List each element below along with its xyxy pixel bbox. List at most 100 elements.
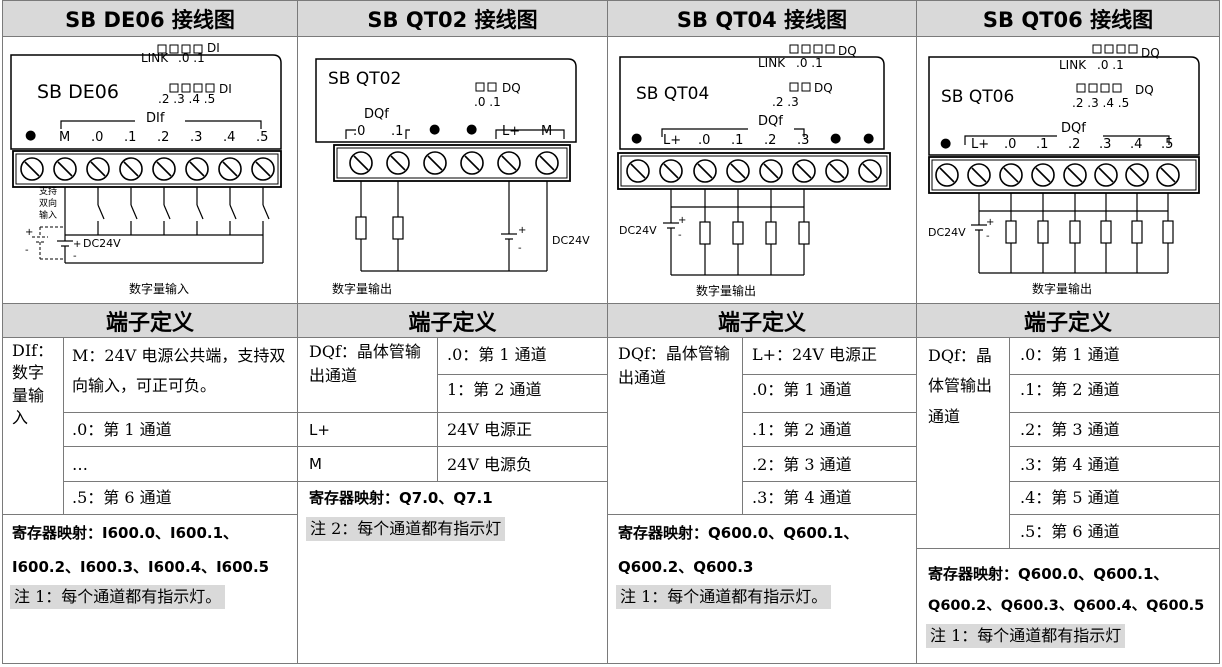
terminal-label: ● xyxy=(830,131,842,146)
de06-dots: … xyxy=(72,455,88,474)
group-label: DQf xyxy=(1061,121,1086,136)
qt02-m-key: M xyxy=(309,455,322,473)
terminal-label: L+ xyxy=(663,133,682,148)
terminal-label: .1 xyxy=(124,130,137,145)
diagram-caption: 数字量输入 xyxy=(129,282,190,296)
terminal-label: .5 xyxy=(256,130,269,145)
support-note: 支持 xyxy=(39,187,58,197)
terminal-label: .3 xyxy=(190,130,203,145)
qt04-ch3-def: .3：第 4 通道 xyxy=(752,488,852,507)
module-name: SB QT04 xyxy=(636,84,710,104)
de06-register-line2: I600.2、I600.3、I600.4、I600.5 xyxy=(12,558,270,576)
svg-text:-: - xyxy=(678,230,682,241)
def-title-qt06: 端子定义 xyxy=(916,303,1220,338)
terminal-label: ● xyxy=(940,136,952,151)
group-label: DIf xyxy=(146,111,165,126)
terminal-label: .0 xyxy=(1004,137,1017,152)
diagram-qt06: + - SB QT06 LINK .0 .1 DQ .2 .3 .4 .5 DQ… xyxy=(917,37,1219,303)
module-name: SB QT06 xyxy=(941,87,1015,107)
status-channels-b: .2 .3 xyxy=(772,95,799,109)
qt04-ch0-def: .0：第 1 通道 xyxy=(752,380,852,399)
dq-label-bottom: DQ xyxy=(814,81,833,95)
terminal-label: .1 xyxy=(391,124,404,139)
qt04-register-line2: Q600.2、Q600.3 xyxy=(618,558,754,576)
qt04-ch1-def: .1：第 2 通道 xyxy=(752,420,852,439)
status-channels-a: .0 .1 xyxy=(796,56,823,70)
module-name: SB QT02 xyxy=(328,69,402,89)
dq-label-bottom: DQ xyxy=(1135,83,1154,97)
svg-text:-: - xyxy=(25,245,29,256)
qt02-ch1-def: 1：第 2 通道 xyxy=(447,380,542,399)
de06-dots-cell xyxy=(63,446,298,482)
power-label: DC24V xyxy=(552,234,590,247)
terminal-label: .0 xyxy=(353,124,366,139)
terminal-label: .2 xyxy=(157,130,170,145)
qt06-register-line1: 寄存器映射：Q600.0、Q600.1、 xyxy=(928,565,1169,583)
terminal-label: .3 xyxy=(1099,137,1112,152)
qt04-ch2-def: .2：第 3 通道 xyxy=(752,455,852,474)
link-label: LINK xyxy=(141,51,169,65)
qt06-ch4-def: .4：第 5 通道 xyxy=(1020,488,1120,507)
terminal-label: .0 xyxy=(698,133,711,148)
qt06-group-label: DQf：晶体管输出通道 xyxy=(928,346,993,426)
terminal-label: .1 xyxy=(731,133,744,148)
de06-note: 注 1：每个通道都有指示灯。 xyxy=(10,585,226,609)
qt06-ch5-def: .5：第 6 通道 xyxy=(1020,522,1120,541)
terminal-label: .3 xyxy=(797,133,810,148)
link-label: LINK xyxy=(758,56,786,70)
terminal-label: .1 xyxy=(1036,137,1049,152)
diagram-caption: 数字量输出 xyxy=(1032,282,1093,296)
qt02-group-label: DQf：晶体管输出通道 xyxy=(309,342,421,385)
status-channels: .0 .1 xyxy=(474,95,501,109)
di-label-bottom: DI xyxy=(219,82,232,96)
def-title-de06: 端子定义 xyxy=(2,303,298,338)
qt04-note: 注 1：每个通道都有指示灯。 xyxy=(616,585,832,609)
terminal-label: .2 xyxy=(1068,137,1081,152)
power-label: DC24V xyxy=(83,237,121,250)
diagram-de06: + - + - SB DE06 LINK .0 .1 DI .2 .3 .4 .… xyxy=(3,37,297,303)
group-label: DQf xyxy=(758,114,783,129)
diagram-qt04: + - SB QT04 LINK .0 .1 DQ .2 .3 DQ DQf ●… xyxy=(608,37,916,303)
qt02-register: 寄存器映射：Q7.0、Q7.1 xyxy=(309,489,493,507)
support-note: 双向 xyxy=(39,199,58,209)
qt06-ch0-def: .0：第 1 通道 xyxy=(1020,345,1120,364)
status-channels-a: .0 .1 xyxy=(1097,58,1124,72)
svg-text:+: + xyxy=(25,227,33,238)
column-title-de06: SB DE06 接线图 xyxy=(2,0,298,37)
de06-m-def: M：24V 电源公共端，支持双向输入，可正可负。 xyxy=(72,346,286,396)
support-note: 输入 xyxy=(39,211,58,221)
qt04-group-label: DQf：晶体管输出通道 xyxy=(618,344,730,387)
qt02-ch0-def: .0：第 1 通道 xyxy=(447,345,547,364)
terminal-label: ● xyxy=(863,131,875,146)
diagram-caption: 数字量输出 xyxy=(332,282,393,296)
terminal-label: .2 xyxy=(764,133,777,148)
power-label: DC24V xyxy=(928,226,966,239)
def-title-qt02: 端子定义 xyxy=(297,303,608,338)
status-channels-a: .0 .1 xyxy=(178,51,205,65)
dq-label: DQ xyxy=(502,81,521,95)
de06-register-line1: 寄存器映射：I600.0、I600.1、 xyxy=(12,524,239,542)
svg-text:-: - xyxy=(73,251,77,262)
status-channels-b: .2 .3 .4 .5 xyxy=(1072,96,1130,110)
qt02-lp-key: L+ xyxy=(309,421,330,439)
terminal-label: M xyxy=(59,130,71,145)
terminal-label: .0 xyxy=(91,130,104,145)
terminal-label: M xyxy=(541,124,553,139)
qt02-lp-val: 24V 电源正 xyxy=(447,420,533,439)
qt02-note: 注 2：每个通道都有指示灯 xyxy=(306,517,506,541)
module-name: SB DE06 xyxy=(37,81,119,103)
def-title-qt04: 端子定义 xyxy=(607,303,917,338)
column-title-qt02: SB QT02 接线图 xyxy=(297,0,608,37)
status-channels-b: .2 .3 .4 .5 xyxy=(158,92,216,106)
group-label: DQf xyxy=(364,107,389,122)
dq-label-top: DQ xyxy=(838,44,857,58)
terminal-label: ● xyxy=(25,128,37,143)
de06-ch0-def: .0：第 1 通道 xyxy=(72,420,172,439)
qt02-m-val: 24V 电源负 xyxy=(447,455,533,474)
link-label: LINK xyxy=(1059,58,1087,72)
diagram-caption: 数字量输出 xyxy=(696,284,757,298)
power-label: DC24V xyxy=(619,224,657,237)
svg-text:+: + xyxy=(73,239,81,250)
qt06-ch1-def: .1：第 2 通道 xyxy=(1020,380,1120,399)
